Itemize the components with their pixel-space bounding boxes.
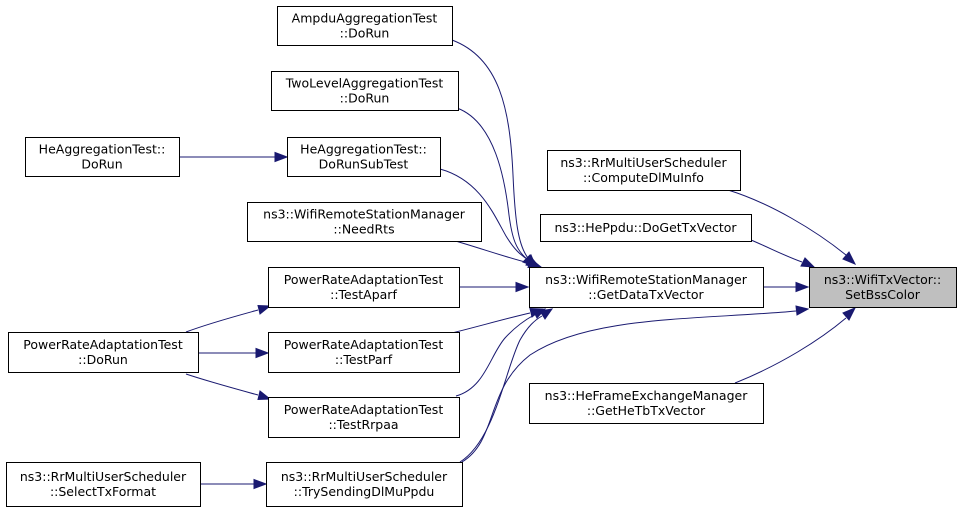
node-label-line: ns3::WifiTxVector:: [824,272,941,287]
node-label-line: ns3::RrMultiUserScheduler [560,155,727,170]
node-label-line: ::GetHeTbTxVector [587,403,706,418]
node-computedl[interactable]: ns3::RrMultiUserScheduler::ComputeDlMuIn… [547,150,741,191]
node-box [247,202,482,242]
node-box [809,267,957,308]
node-label-line: ::DoRun [340,26,390,41]
node-needrts[interactable]: ns3::WifiRemoteStationManager::NeedRts [247,202,482,242]
edge-pra-dorun-to-aparf [185,309,259,333]
edge-trysend-to-setbss [461,310,797,463]
node-ampdu[interactable]: AmpduAggregationTest::DoRun [277,6,453,46]
node-hefem[interactable]: ns3::HeFrameExchangeManager::GetHeTbTxVe… [529,383,764,424]
node-getdatatx[interactable]: ns3::WifiRemoteStationManager::GetDataTx… [529,267,764,308]
node-label-line: ::SelectTxFormat [50,484,156,499]
node-twolevel[interactable]: TwoLevelAggregationTest::DoRun [271,71,459,111]
node-label-line: PowerRateAdaptationTest [23,337,183,352]
nodes-layer: AmpduAggregationTest::DoRunTwoLevelAggre… [6,6,957,507]
node-box [268,332,460,373]
arrowhead [795,305,810,316]
node-label-line: HeAggregationTest:: [39,142,166,157]
edge-parf-to-getdatatx [451,312,531,334]
node-label-line: PowerRateAdaptationTest [284,337,444,352]
arrowhead [257,304,272,315]
edge-ampdu-to-getdatatx [451,39,529,259]
node-box [271,71,459,111]
node-label-line: SetBssColor [845,287,921,302]
node-label-line: ns3::WifiRemoteStationManager [263,207,466,222]
edge-heppdu-to-setbss [750,239,803,263]
node-box [547,150,741,191]
node-label-line: PowerRateAdaptationTest [284,402,444,417]
node-box [529,383,764,424]
arrowhead [800,257,816,268]
node-rrpaa[interactable]: PowerRateAdaptationTest::TestRrpaa [268,397,460,438]
node-label-line: ns3::HeFrameExchangeManager [545,388,749,403]
edges-layer [179,39,857,490]
node-label-line: PowerRateAdaptationTest [284,272,444,287]
node-box [287,137,441,177]
arrowhead [539,308,554,320]
edge-twolevel-to-getdatatx [456,107,528,260]
node-label-line: HeAggregationTest:: [300,142,427,157]
node-label-line: ns3::RrMultiUserScheduler [281,469,448,484]
node-setbss[interactable]: ns3::WifiTxVector::SetBssColor [809,267,957,308]
node-box [268,397,460,438]
node-label-line: ::TestAparf [330,287,397,302]
node-box [277,6,453,46]
arrowhead [255,347,270,359]
edge-trysend-to-getdatatx [459,315,543,463]
edge-computedl-to-setbss [727,189,847,256]
node-label-line: ns3::HePpdu::DoGetTxVector [554,220,737,235]
node-label-line: DoRunSubTest [319,157,409,172]
arrowhead [795,281,810,293]
node-label-line: ns3::RrMultiUserScheduler [20,469,187,484]
node-box [540,214,752,242]
arrowhead [842,251,857,265]
edge-rrpaa-to-getdatatx [455,314,535,397]
node-label-line: ::TrySendingDlMuPpdu [294,484,435,499]
arrowhead [274,151,289,163]
node-label-line: AmpduAggregationTest [292,11,438,26]
node-label-line: ::DoRun [340,91,390,106]
arrowhead [253,478,268,490]
node-heppdu[interactable]: ns3::HePpdu::DoGetTxVector [540,214,752,242]
node-he-subtest[interactable]: HeAggregationTest::DoRunSubTest [287,137,441,177]
node-label-line: ::DoRun [78,352,128,367]
edge-hefem-to-setbss [734,317,847,384]
node-box [529,267,764,308]
node-box [8,332,199,373]
node-box [6,462,201,507]
node-label-line: ::ComputeDlMuInfo [583,170,704,185]
edge-he-subtest-to-getdatatx [439,168,531,262]
node-selecttx[interactable]: ns3::RrMultiUserScheduler::SelectTxForma… [6,462,201,507]
node-he-dorun[interactable]: HeAggregationTest::DoRun [25,137,180,177]
node-box [268,267,460,308]
node-box [25,137,180,177]
node-trysend[interactable]: ns3::RrMultiUserScheduler::TrySendingDlM… [266,462,463,507]
node-pra-dorun[interactable]: PowerRateAdaptationTest::DoRun [8,332,199,373]
node-label-line: ::TestRrpaa [328,417,398,432]
node-aparf[interactable]: PowerRateAdaptationTest::TestAparf [268,267,460,308]
edge-pra-dorun-to-rrpaa [185,373,259,396]
node-label-line: ::GetDataTxVector [588,287,704,302]
arrowhead [515,281,530,293]
node-label-line: DoRun [81,157,122,172]
node-parf[interactable]: PowerRateAdaptationTest::TestParf [268,332,460,373]
arrowhead [842,307,857,321]
node-label-line: TwoLevelAggregationTest [285,76,444,91]
node-label-line: ::NeedRts [333,222,394,237]
node-label-line: ns3::WifiRemoteStationManager [545,272,748,287]
node-label-line: ::TestParf [335,352,393,367]
edge-needrts-to-getdatatx [451,239,530,264]
node-box [266,462,463,507]
arrowhead [257,390,272,401]
